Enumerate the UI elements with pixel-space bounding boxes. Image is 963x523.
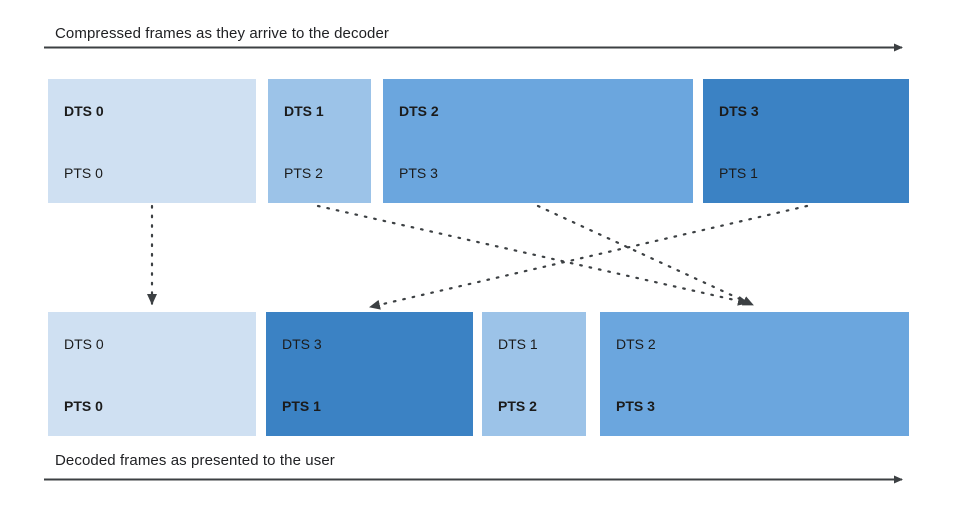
- top-frame-1-dts: DTS 1: [284, 103, 324, 119]
- bottom-frame-1[interactable]: DTS 3 PTS 1: [266, 312, 473, 436]
- top-frame-0-pts: PTS 0: [64, 165, 103, 181]
- top-frame-0-dts: DTS 0: [64, 103, 104, 119]
- bottom-frame-1-dts: DTS 3: [282, 336, 322, 352]
- top-frame-2-pts: PTS 3: [399, 165, 438, 181]
- bottom-frame-2-pts: PTS 2: [498, 398, 537, 414]
- top-frame-2-dts: DTS 2: [399, 103, 439, 119]
- connector-dts1-to-pts2: [316, 204, 750, 306]
- top-frame-2[interactable]: DTS 2 PTS 3: [383, 79, 693, 203]
- bottom-axis-label: Decoded frames as presented to the user: [55, 452, 335, 469]
- top-frame-1-pts: PTS 2: [284, 165, 323, 181]
- bottom-frame-0-pts: PTS 0: [64, 398, 103, 414]
- connector-dts2-to-pts3: [536, 204, 755, 307]
- bottom-frame-1-pts: PTS 1: [282, 398, 321, 414]
- bottom-frame-3-dts: DTS 2: [616, 336, 656, 352]
- top-frame-3[interactable]: DTS 3 PTS 1: [703, 79, 909, 203]
- bottom-frame-2[interactable]: DTS 1 PTS 2: [482, 312, 586, 436]
- top-frame-1[interactable]: DTS 1 PTS 2: [268, 79, 371, 203]
- bottom-frame-2-dts: DTS 1: [498, 336, 538, 352]
- bottom-frame-3-pts: PTS 3: [616, 398, 655, 414]
- top-frame-0[interactable]: DTS 0 PTS 0: [48, 79, 256, 203]
- bottom-frame-0-dts: DTS 0: [64, 336, 104, 352]
- bottom-frame-0[interactable]: DTS 0 PTS 0: [48, 312, 256, 436]
- top-frame-3-pts: PTS 1: [719, 165, 758, 181]
- connector-dts3-to-pts1: [368, 204, 809, 310]
- bottom-frame-3[interactable]: DTS 2 PTS 3: [600, 312, 909, 436]
- top-axis-label: Compressed frames as they arrive to the …: [55, 25, 390, 42]
- top-frame-3-dts: DTS 3: [719, 103, 759, 119]
